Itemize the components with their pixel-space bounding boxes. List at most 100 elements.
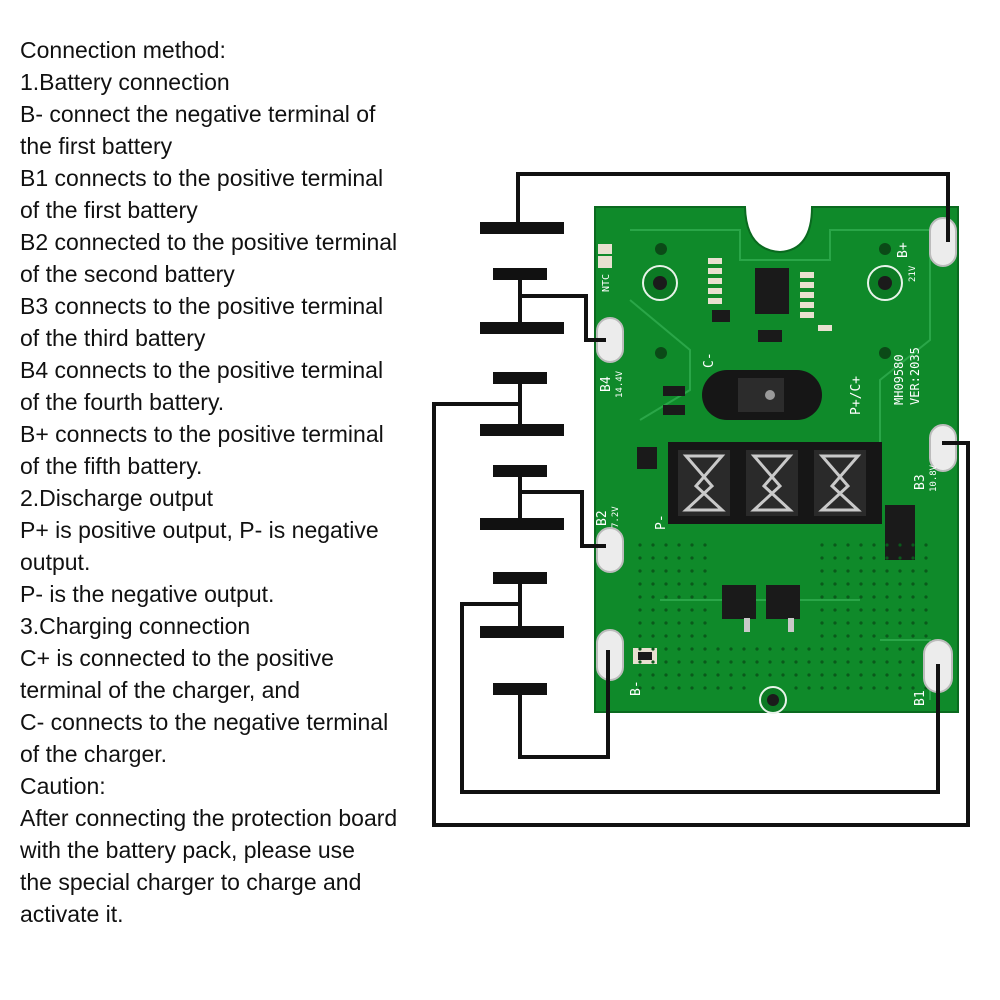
via-dot [703,608,707,612]
via-dot [781,647,785,651]
via-dot [898,621,902,625]
via-dot [651,608,655,612]
via-dot [872,608,876,612]
instruction-line: B4 connects to the positive terminal [20,357,384,383]
via-dot [677,647,681,651]
via-dot [638,634,642,638]
via-dot [898,634,902,638]
via-dot [820,595,824,599]
wire-b4-tap [520,294,606,342]
via-dot [911,543,915,547]
via-dot [924,608,928,612]
via-dot [651,673,655,677]
via-dot [716,686,720,690]
label-b3: B3 [913,474,928,490]
via-dot [872,543,876,547]
label-b2: B2 [595,510,610,526]
instruction-line: of the second battery [20,261,235,287]
via-dot [677,621,681,625]
via-dot [846,608,850,612]
via-dot [885,543,889,547]
via-dot [651,686,655,690]
via-dot [911,686,915,690]
via-dot [638,543,642,547]
via-dot [859,647,863,651]
via-dot [924,569,928,573]
instruction-line: of the fourth battery. [20,389,225,415]
via-dot [768,660,772,664]
label-b3-voltage: 10.8V [929,464,939,492]
via-dot [677,673,681,677]
wire-b1-tap [460,602,940,794]
via-dot [742,686,746,690]
via-dot [768,673,772,677]
via-dot [690,686,694,690]
via-dot [833,647,837,651]
via-dot [872,673,876,677]
label-model: MH09580 [892,354,906,405]
pcb-labels: B+ 21V B4 14.4V B3 10.8V B2 7.2V B1 B- C… [595,242,939,706]
via-dot [898,673,902,677]
instruction-line: 2.Discharge output [20,485,214,511]
battery-plate-short [493,268,547,280]
via-dot [911,673,915,677]
via-dot [690,647,694,651]
via-dot [898,543,902,547]
via-dot [664,556,668,560]
via-dot [664,647,668,651]
wire-b-minus [518,650,610,759]
via-dot [716,673,720,677]
via-dot [703,647,707,651]
via-dot [885,634,889,638]
via-dot [872,660,876,664]
label-b-plus-voltage: 21V [908,265,918,282]
via-dot [859,673,863,677]
via-dot [677,582,681,586]
charge-port [702,370,822,420]
via-dot [872,569,876,573]
smd-resistors [598,244,832,664]
via-dot [911,647,915,651]
via-dot [703,569,707,573]
via-dot [885,673,889,677]
via-dot [872,686,876,690]
via-dot [898,686,902,690]
via-dot [729,673,733,677]
via-dot [820,660,824,664]
via-dot [690,608,694,612]
via-dot [924,582,928,586]
label-b2-voltage: 7.2V [611,506,621,528]
via-dot [833,595,837,599]
via-dot [820,621,824,625]
via-dot [794,673,798,677]
via-dot [638,621,642,625]
via-dot [833,621,837,625]
via-dot [703,543,707,547]
via-dot [768,647,772,651]
via-dot [742,647,746,651]
via-dot [638,660,642,664]
via-dot [703,595,707,599]
via-dot [703,621,707,625]
via-dot [833,556,837,560]
via-dot [859,660,863,664]
wire-b2-tap [520,490,606,548]
via-dot [651,569,655,573]
via-dot [859,634,863,638]
via-dot [833,660,837,664]
via-dot [846,556,850,560]
via-dot [690,582,694,586]
battery-plate-short [493,572,547,584]
via-dot [742,673,746,677]
instruction-line: the special charger to charge and [20,869,362,895]
via-dot [859,543,863,547]
via-dot [885,582,889,586]
via-dot [898,595,902,599]
instruction-line: 1.Battery connection [20,69,230,95]
instruction-line: C- connects to the negative terminal [20,709,389,735]
via-dot [638,569,642,573]
instruction-line: 3.Charging connection [20,613,251,639]
via-dot [846,582,850,586]
via-dot [820,686,824,690]
via-dot [924,543,928,547]
